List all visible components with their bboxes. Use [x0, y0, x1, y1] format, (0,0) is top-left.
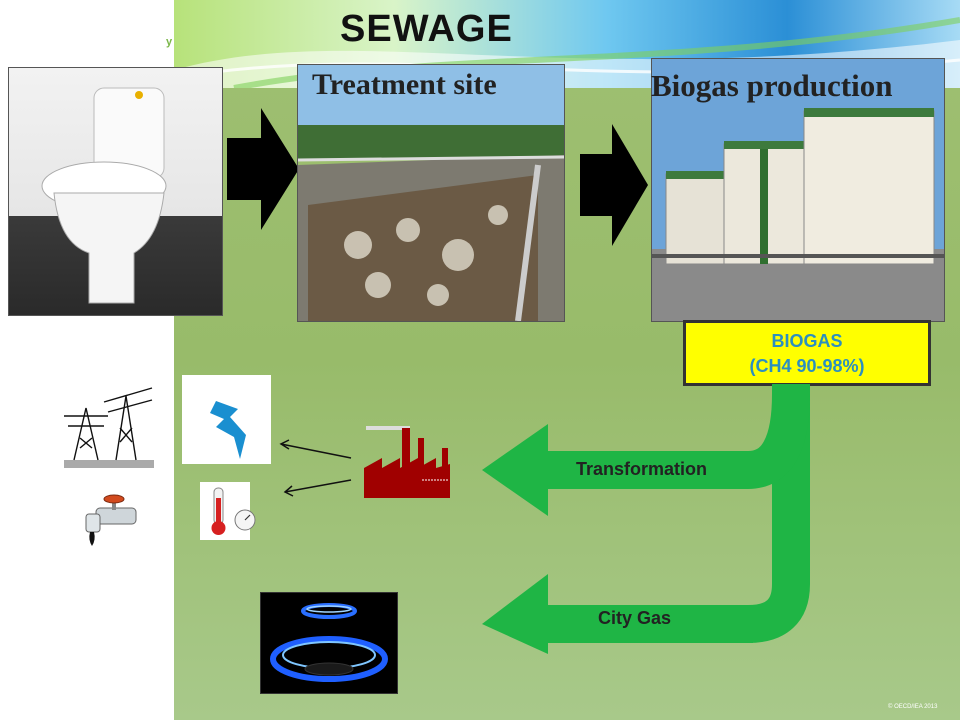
biogas-box-composition: (CH4 90-98%) [749, 356, 865, 376]
toilet-image [8, 67, 223, 316]
brand-text-fragment: y [166, 36, 173, 48]
biogas-tanks-image [651, 58, 945, 322]
transformation-label: Transformation [576, 459, 708, 479]
factory-icon [364, 426, 450, 498]
treatment-site-caption: Treatment site [312, 68, 497, 101]
arrow-right-icon [580, 124, 648, 246]
factory-output-arrows [279, 439, 352, 497]
power-pylon-icon [64, 387, 154, 468]
copyright-notice: © OECD/IEA 2013 [888, 704, 938, 710]
city-gas-label: City Gas [598, 608, 672, 628]
slide-title: SEWAGE [340, 8, 513, 50]
biogas-production-caption: Biogas production [651, 68, 893, 103]
gas-flame-image [260, 592, 398, 694]
green-flow-arrows [482, 384, 810, 654]
electricity-icon [182, 375, 271, 464]
biogas-composition-box: BIOGAS (CH4 90-98%) [683, 320, 931, 386]
arrow-right-icon [227, 108, 299, 230]
thermometer-icon [200, 482, 256, 540]
gas-tap-icon [85, 494, 137, 546]
biogas-box-title: BIOGAS [771, 331, 843, 351]
treatment-site-image [297, 64, 565, 322]
